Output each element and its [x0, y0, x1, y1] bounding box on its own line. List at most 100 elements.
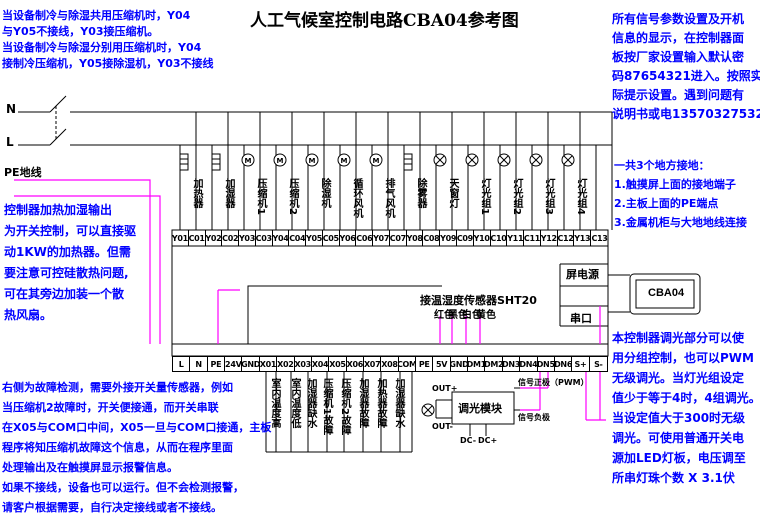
input-label: 室内温度高 — [269, 378, 280, 428]
load-label: 灯光组4 — [575, 178, 586, 215]
terminal-c13: C13 — [591, 233, 608, 243]
terminal-y08: Y08 — [407, 230, 424, 246]
input-terminal-22: DN6 — [555, 357, 573, 371]
terminal-c07: C07 — [390, 230, 407, 246]
terminal-y06: Y06 — [340, 230, 357, 246]
load-label: 压缩机1 — [255, 178, 266, 215]
dimmer-module-label: 调光模块 — [458, 402, 502, 415]
motor-icon: M — [240, 152, 256, 172]
terminal-y10: Y10 — [474, 230, 491, 246]
dimmer-out-minus: OUT- — [432, 422, 453, 431]
terminal-c03: C03 — [256, 230, 273, 246]
input-terminal-23: S+ — [572, 357, 590, 371]
earth-label: PE地线 — [4, 166, 42, 179]
motor-icon: M — [368, 152, 384, 172]
input-terminal-0: L — [173, 357, 191, 371]
terminal-c02: C02 — [222, 230, 240, 246]
motor-icon: M — [272, 152, 288, 172]
terminal-c11: C11 — [524, 230, 541, 246]
input-terminal-7: X03 — [295, 357, 312, 371]
neutral-label: N — [6, 102, 17, 116]
resistor-icon — [176, 152, 192, 172]
terminal-y05: Y05 — [306, 230, 323, 246]
dimmer-signal-minus: 信号负极 — [518, 413, 550, 422]
input-terminal-8: X04 — [312, 357, 330, 371]
input-terminal-20: DN4 — [520, 357, 538, 371]
input-terminal-2: PE — [208, 357, 226, 371]
input-terminal-3: 24V — [225, 357, 243, 371]
note-compressor: 当设备制冷与除湿共用压缩机时，Y04 与Y05不接线，Y03接压缩机。 当设备制… — [2, 9, 214, 70]
note-grounding: 一共3个地方接地： 1.触摸屏上面的接地端子 2.主板上面的PE端点 3.金属机… — [614, 159, 747, 229]
input-terminal-18: DM2 — [485, 357, 503, 371]
input-label: 加湿器缺水 — [305, 378, 316, 428]
display-model: CBA04 — [648, 287, 685, 299]
terminal-y02: Y02 — [206, 230, 223, 246]
terminal-c08: C08 — [423, 230, 441, 246]
input-terminal-6: X02 — [277, 357, 295, 371]
svg-text:M: M — [341, 157, 348, 165]
load-label: 灯光组1 — [479, 178, 490, 215]
svg-text:M: M — [245, 157, 252, 165]
input-terminal-strip: LNPE24VGNDX01X02X03X04X05X06X07X08COMPE5… — [172, 356, 608, 372]
input-terminal-17: DM1 — [468, 357, 486, 371]
lamp-icon — [464, 152, 480, 172]
note-fault-detection: 右侧为故障检测，需要外接开关量传感器，例如 当压缩机2故障时，开关便接通，而开关… — [2, 381, 272, 514]
input-terminal-4: GND — [242, 357, 260, 371]
sensor-wire-red: 红色 — [434, 310, 454, 321]
input-label: 压缩机2故障 — [339, 378, 350, 435]
note-dimming: 本控制器调光部分可以使 用分组控制，也可以PWM 无级调光。当灯光组设定 值少于… — [612, 331, 760, 485]
input-terminal-14: PE — [416, 357, 434, 371]
terminal-y11: Y11 — [507, 230, 525, 246]
dimmer-dc-plus: DC+ — [478, 436, 498, 445]
note-heater: 控制器加热加湿输出 为开关控制，可以直接驱 动1KW的加热器。但需 要注意可控硅… — [4, 203, 137, 322]
lamp-icon — [560, 152, 576, 172]
input-terminal-21: DN5 — [538, 357, 555, 371]
terminal-c09: C09 — [457, 230, 474, 246]
sensor-label: 接温湿度传感器SHT20 — [420, 294, 537, 307]
load-label: 排气风机 — [383, 178, 394, 218]
diagram-title: 人工气候室控制电路CBA04参考图 — [250, 11, 519, 31]
load-label: 循环风机 — [351, 178, 362, 218]
load-label: 除雾器 — [415, 178, 426, 208]
terminal-c06: C06 — [356, 230, 374, 246]
svg-text:M: M — [373, 157, 380, 165]
input-label: 加湿器缺水 — [393, 378, 404, 428]
terminal-y01: Y01 — [172, 230, 189, 246]
input-terminal-11: X07 — [364, 357, 382, 371]
input-terminal-13: COM — [399, 357, 417, 371]
load-label: 加热器 — [191, 178, 202, 208]
terminal-y09: Y09 — [440, 230, 458, 246]
terminal-y04: Y04 — [273, 230, 290, 246]
load-label: 加湿器 — [223, 178, 234, 208]
lamp-icon — [496, 152, 512, 172]
dimmer-signal-plus: 信号正极（PWM） — [518, 378, 589, 387]
terminal-c05: C05 — [323, 230, 340, 246]
line-label: L — [6, 135, 14, 149]
input-terminal-12: X08 — [381, 357, 399, 371]
dimmer-out-plus: OUT+ — [432, 384, 458, 393]
load-label: 压缩机2 — [287, 178, 298, 215]
terminal-c04: C04 — [289, 230, 307, 246]
input-label: 加热器故障 — [375, 378, 386, 428]
input-terminal-24: S- — [594, 359, 603, 369]
load-label: 除湿机 — [319, 178, 330, 208]
terminal-y12: Y12 — [541, 230, 558, 246]
motor-icon: M — [304, 152, 320, 172]
terminal-c12: C12 — [558, 230, 575, 246]
load-label: 灯光组3 — [543, 178, 554, 215]
note-settings: 所有信号参数设置及开机 信息的显示，在控制器面 板按厂家设置输入默认密 码876… — [612, 12, 760, 121]
resistor-icon — [400, 152, 416, 172]
lamp-icon — [432, 152, 448, 172]
input-label: 压缩机1故障 — [321, 378, 332, 435]
screen-power-label: 屏电源 — [566, 268, 599, 281]
terminal-y03: Y03 — [239, 230, 256, 246]
sensor-wire-black: 黑色 — [448, 310, 468, 321]
dimmer-dc-minus: DC- — [460, 436, 477, 445]
input-label: 加湿器故障 — [357, 378, 368, 428]
input-terminal-9: X05 — [329, 357, 347, 371]
svg-text:M: M — [309, 157, 316, 165]
input-terminal-16: GND — [451, 357, 469, 371]
svg-text:M: M — [277, 157, 284, 165]
terminal-y07: Y07 — [373, 230, 390, 246]
sensor-wire-yellow: 黄色 — [476, 310, 496, 321]
